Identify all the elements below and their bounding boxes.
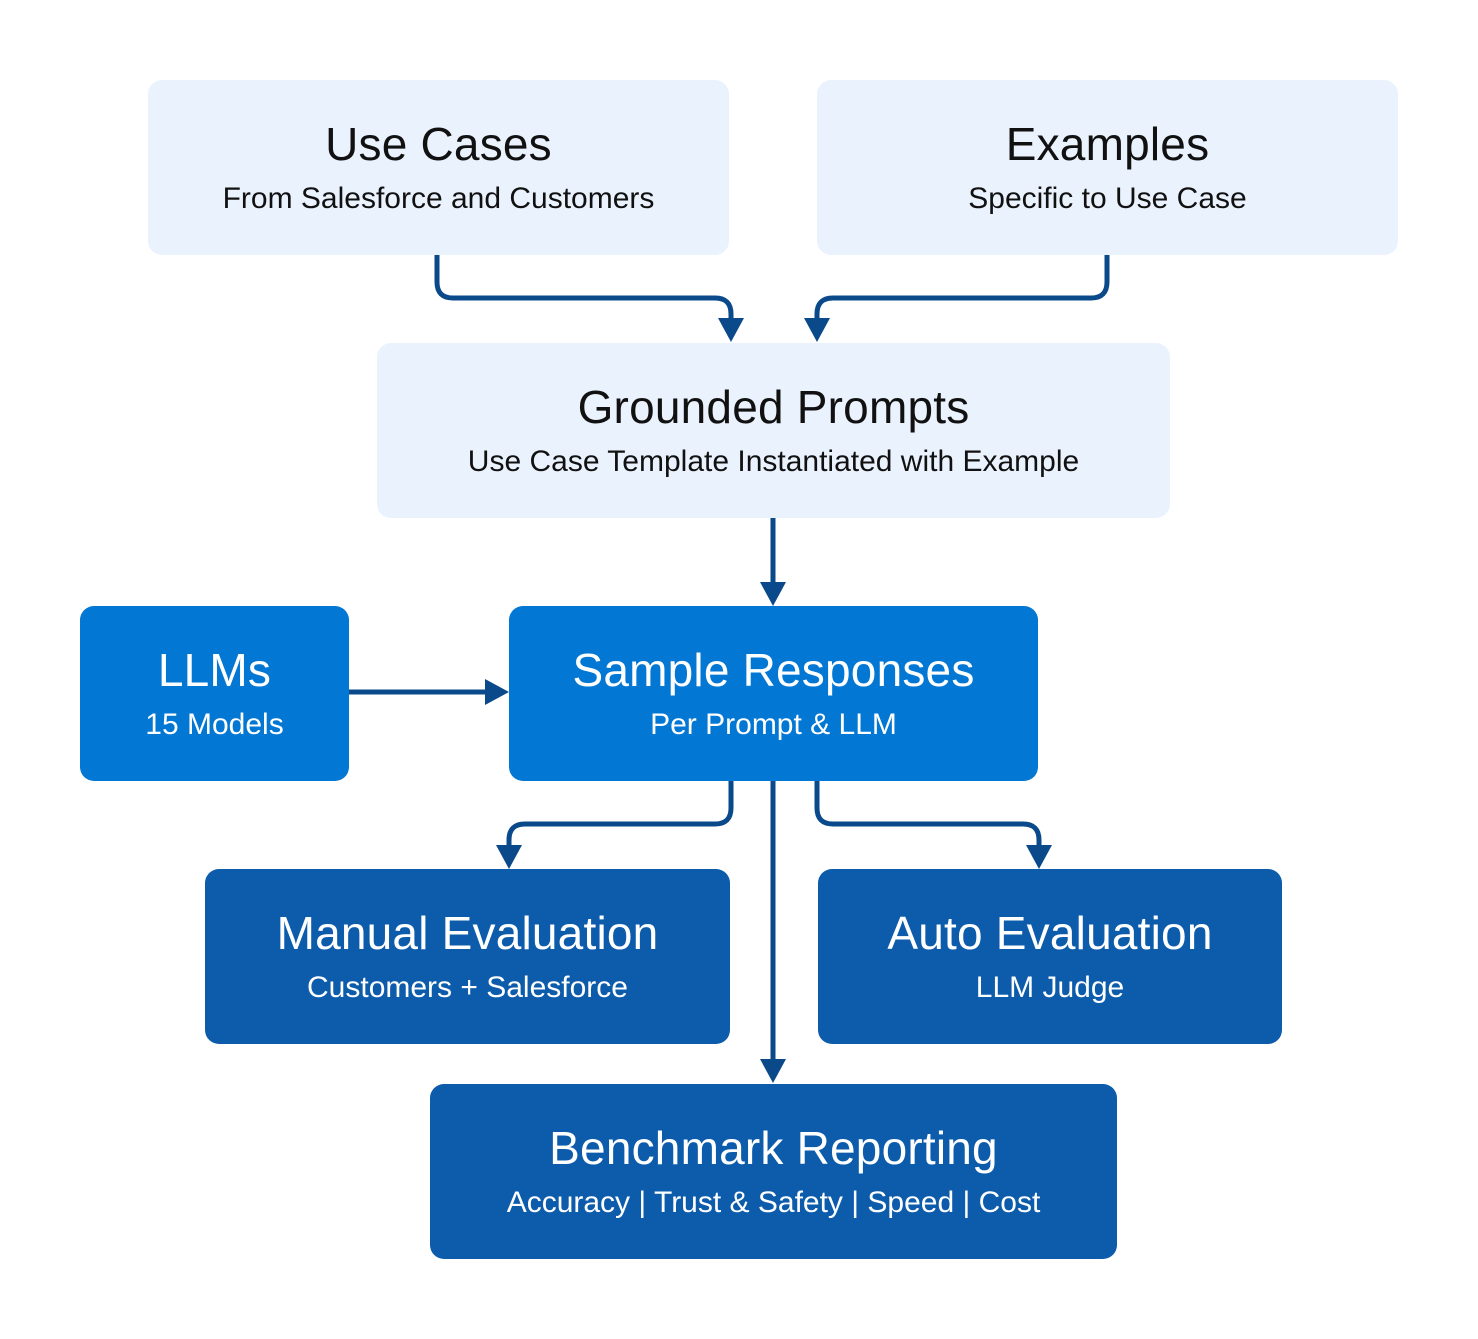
examples-box: Examples Specific to Use Case [817,80,1398,255]
edge-sample-responses-to-manual-evaluation [506,781,734,848]
arrowhead-icon [1026,845,1052,869]
arrowhead-icon [496,845,522,869]
edge-use-cases-to-grounded-prompts [434,255,734,320]
manual-evaluation-title: Manual Evaluation [276,907,659,960]
llms-subtitle: 15 Models [145,707,284,741]
manual-evaluation-subtitle: Customers + Salesforce [307,970,628,1004]
grounded-prompts-box: Grounded Prompts Use Case Template Insta… [377,343,1170,518]
sample-responses-title: Sample Responses [572,644,975,697]
arrowhead-icon [485,679,509,705]
sample-responses-box: Sample Responses Per Prompt & LLM [509,606,1038,781]
llms-box: LLMs 15 Models [80,606,349,781]
edge-examples-to-grounded-prompts [814,255,1110,320]
examples-title: Examples [1005,118,1210,171]
arrowhead-icon [804,318,830,342]
auto-evaluation-title: Auto Evaluation [887,907,1213,960]
llms-title: LLMs [157,644,272,697]
benchmark-reporting-subtitle: Accuracy | Trust & Safety | Speed | Cost [506,1185,1041,1219]
arrowhead-icon [760,582,786,606]
use-cases-subtitle: From Salesforce and Customers [222,181,655,215]
use-cases-title: Use Cases [325,118,552,171]
sample-responses-subtitle: Per Prompt & LLM [650,707,897,741]
arrowhead-icon [760,1059,786,1083]
examples-subtitle: Specific to Use Case [968,181,1247,215]
auto-evaluation-box: Auto Evaluation LLM Judge [818,869,1282,1044]
use-cases-box: Use Cases From Salesforce and Customers [148,80,729,255]
grounded-prompts-subtitle: Use Case Template Instantiated with Exam… [467,444,1080,478]
arrowhead-icon [718,318,744,342]
benchmark-reporting-title: Benchmark Reporting [549,1122,998,1175]
manual-evaluation-box: Manual Evaluation Customers + Salesforce [205,869,730,1044]
grounded-prompts-title: Grounded Prompts [577,381,970,434]
edge-sample-responses-to-auto-evaluation [814,781,1042,848]
benchmark-reporting-box: Benchmark Reporting Accuracy | Trust & S… [430,1084,1117,1259]
auto-evaluation-subtitle: LLM Judge [975,970,1125,1004]
